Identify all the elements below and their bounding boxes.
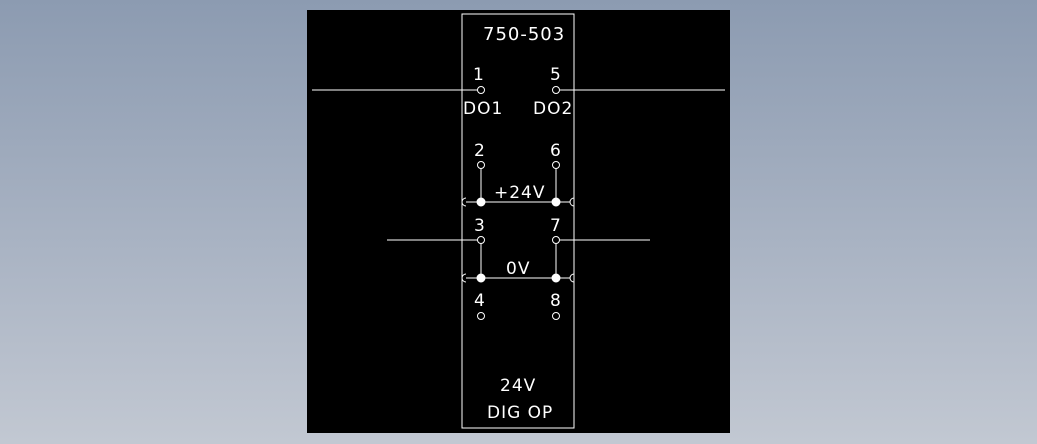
rail-positive-right-connector xyxy=(569,197,575,207)
rail-ground-left-connector xyxy=(461,273,467,283)
terminal-label-7: 7 xyxy=(550,216,562,236)
channel-label-do1: DO1 xyxy=(463,99,503,119)
terminal-8[interactable] xyxy=(552,312,560,320)
drawing-canvas[interactable] xyxy=(307,10,730,433)
rail-ground-node-right xyxy=(551,273,561,283)
terminal-1[interactable] xyxy=(477,86,485,94)
terminal-label-5: 5 xyxy=(550,65,562,85)
terminal-label-3: 3 xyxy=(474,216,486,236)
terminal-2[interactable] xyxy=(477,161,485,169)
terminal-label-6: 6 xyxy=(550,141,562,161)
terminal-3[interactable] xyxy=(477,236,485,244)
rail-label-ground: 0V xyxy=(506,259,530,279)
terminal-label-4: 4 xyxy=(474,291,486,311)
terminal-6[interactable] xyxy=(552,161,560,169)
rail-ground-right-connector xyxy=(569,273,575,283)
terminal-label-2: 2 xyxy=(474,141,486,161)
module-footer-voltage: 24V xyxy=(500,376,536,396)
terminal-label-8: 8 xyxy=(550,291,562,311)
terminal-7[interactable] xyxy=(552,236,560,244)
module-outline xyxy=(461,13,575,429)
rail-positive-node-left xyxy=(476,197,486,207)
module-part-number: 750-503 xyxy=(483,24,565,45)
terminal-5[interactable] xyxy=(552,86,560,94)
terminal-label-1: 1 xyxy=(473,65,485,85)
rail-positive-node-right xyxy=(551,197,561,207)
rail-positive-left-connector xyxy=(461,197,467,207)
rail-ground-node-left xyxy=(476,273,486,283)
terminal-4[interactable] xyxy=(477,312,485,320)
channel-label-do2: DO2 xyxy=(533,99,573,119)
rail-label-positive: +24V xyxy=(494,183,546,203)
module-footer-type: DIG OP xyxy=(487,403,553,423)
